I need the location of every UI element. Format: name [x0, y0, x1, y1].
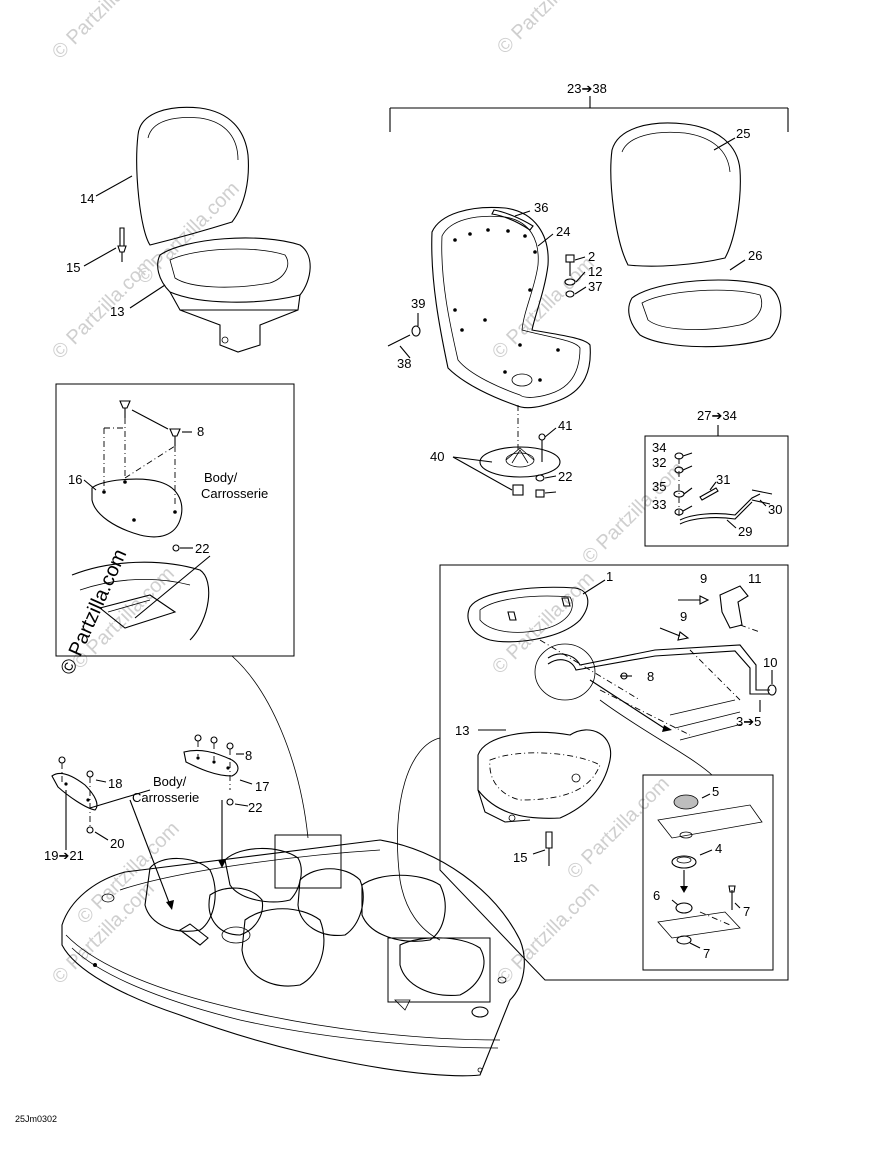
group-label-23-38: 23➔38 — [567, 81, 607, 96]
callout-18: 17 — [255, 779, 269, 794]
callout-1: 1 — [606, 569, 613, 584]
watermark-text: © Partzilla.com — [48, 0, 159, 64]
callout-15: 14 — [80, 191, 94, 206]
callout-24: 24 — [556, 224, 570, 239]
callout-31: 32 — [652, 455, 666, 470]
callout-14: 12 — [588, 264, 602, 279]
callout-10: 9 — [680, 609, 687, 624]
boat-hull — [61, 834, 525, 1077]
callout-16: 15 — [66, 260, 80, 275]
callout-30: 31 — [716, 472, 730, 487]
callout-12: 11 — [748, 571, 762, 586]
watermark-text: © Partzilla.com — [493, 878, 604, 989]
watermark-text: © Partzilla.com — [578, 458, 689, 569]
callout-7: 6 — [653, 888, 660, 903]
watermark-text: © Partzilla.com — [488, 253, 599, 364]
detail-box-left — [55, 383, 295, 657]
callout-26: 26 — [748, 248, 762, 263]
callout-22: 22 — [558, 469, 572, 484]
callout-40: 41 — [558, 418, 572, 433]
callout-34: 35 — [652, 479, 666, 494]
callout-21: 20 — [110, 836, 124, 851]
callout-13: 13 — [110, 304, 124, 319]
body-label-line1: Body/ — [153, 774, 187, 789]
seat-shell-24 — [387, 206, 591, 498]
seat-cover-25-26 — [610, 122, 782, 348]
group-label-19-21: 19➔21 — [44, 848, 84, 863]
connector-lines — [231, 655, 713, 941]
callout-38: 39 — [411, 296, 425, 311]
callout-13: 13 — [455, 723, 469, 738]
callout-29: 30 — [768, 502, 782, 517]
callout-22: 22 — [248, 800, 262, 815]
callout-9: 7 — [743, 904, 750, 919]
hardware-box-27-34 — [644, 425, 789, 547]
callout-8: 7 — [703, 946, 710, 961]
callout-16: 15 — [513, 850, 527, 865]
callout-36: 37 — [588, 279, 602, 294]
callout-6: 8 — [245, 748, 252, 763]
callout-10: 9 — [700, 571, 707, 586]
body-label-line1: Body/ — [204, 470, 238, 485]
callout-2: 2 — [588, 249, 595, 264]
callout-37: 38 — [397, 356, 411, 371]
callout-11: 10 — [763, 655, 777, 670]
seat-assembly-top-left — [83, 106, 311, 353]
callout-6: 8 — [197, 424, 204, 439]
callout-4: 4 — [715, 841, 722, 856]
group-label-27-34: 27➔34 — [697, 408, 737, 423]
callout-33: 34 — [652, 440, 666, 455]
watermark-text: © Partzilla.com — [133, 178, 244, 289]
callout-35: 36 — [534, 200, 548, 215]
callout-6: 8 — [647, 669, 654, 684]
watermark-text: © Partzilla.com — [488, 568, 599, 679]
body-label-line2: Carrosserie — [132, 790, 199, 805]
detail-box-right — [439, 564, 789, 981]
body-label-line2: Carrosserie — [201, 486, 268, 501]
callout-17: 16 — [68, 472, 82, 487]
callout-22: 22 — [195, 541, 209, 556]
group-bracket-23-38 — [389, 96, 789, 132]
watermark-text: © Partzilla.com — [493, 0, 604, 59]
figure-code: 25Jm0302 — [15, 1114, 57, 1124]
callout-28: 29 — [738, 524, 752, 539]
watermark-text: © Partzilla.com — [563, 773, 674, 884]
bottom-fasteners — [51, 734, 253, 910]
callout-20: 18 — [108, 776, 122, 791]
callout-39: 40 — [430, 449, 444, 464]
callout-25: 25 — [736, 126, 750, 141]
callout-5: 5 — [712, 784, 719, 799]
watermark-layer: © Partzilla.com © Partzilla.com © Partzi… — [48, 0, 689, 989]
callout-32: 33 — [652, 497, 666, 512]
group-label-3-5: 3➔5 — [736, 714, 761, 729]
